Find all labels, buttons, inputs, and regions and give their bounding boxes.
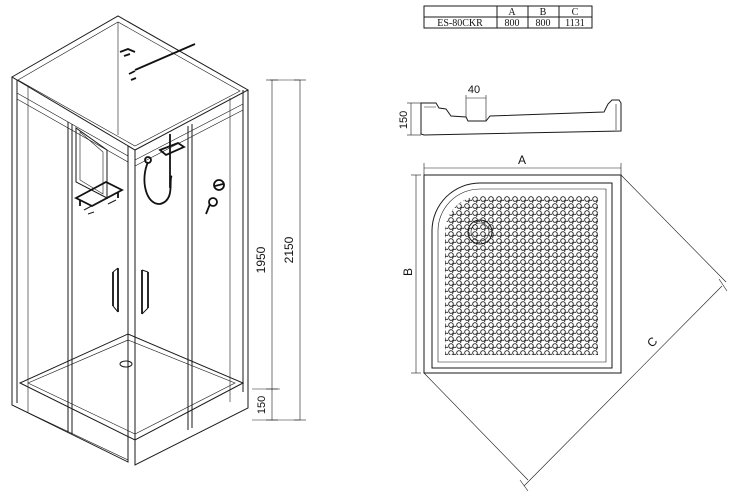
cabin-roof <box>11 15 250 151</box>
tray-top <box>18 333 245 441</box>
tray-plan: A B C <box>401 153 728 492</box>
tray-skirt <box>11 390 249 466</box>
mirror <box>75 127 108 199</box>
table-b-value: 800 <box>536 18 551 29</box>
height-dimensions: 2150 1950 150 <box>252 79 306 421</box>
table-a-value: 800 <box>505 18 520 29</box>
table-model-cell: ES-80CKR <box>437 18 483 29</box>
door-handle-right <box>141 269 149 315</box>
shower-hose <box>143 161 173 205</box>
anti-slip-pattern <box>445 196 598 355</box>
table-c-value: 1131 <box>565 18 585 29</box>
table-header-b: B <box>540 7 547 18</box>
profile-step-label: 40 <box>468 84 480 96</box>
cabin-height-label: 1950 <box>254 246 268 273</box>
tray-outline <box>423 174 622 374</box>
profile-height-label: 150 <box>398 111 410 129</box>
table-header-c: C <box>572 7 579 18</box>
tray-height-label: 150 <box>256 396 268 414</box>
table-header-a: A <box>508 7 516 18</box>
tray-drain-icon <box>467 219 493 245</box>
shower-head-icon <box>158 141 186 157</box>
roof-vent-icon <box>119 48 136 57</box>
shelf-icon <box>74 180 124 208</box>
roof-rain-shower-icon <box>128 43 196 81</box>
mixer-control-icon <box>205 179 225 215</box>
dim-c-label: C <box>644 334 660 350</box>
drain-icon <box>119 360 133 368</box>
tray-profile-outline <box>420 99 622 136</box>
dimensions-table: A B C ES-80CKR 800 800 1131 <box>423 5 593 29</box>
shower-cabin-isometric <box>11 15 250 466</box>
overall-height-label: 2150 <box>282 236 296 263</box>
dim-a-label: A <box>518 153 526 167</box>
door-handle-left <box>112 267 119 313</box>
dim-b-label: B <box>401 268 415 276</box>
tray-profile: 150 40 <box>398 84 622 136</box>
